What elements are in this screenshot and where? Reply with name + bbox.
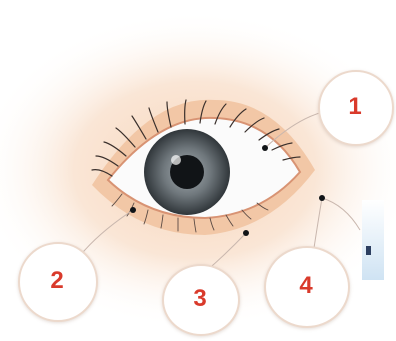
side-marker xyxy=(366,246,371,255)
callout-2-number: 2 xyxy=(50,270,63,292)
marker-4 xyxy=(319,195,325,201)
marker-1 xyxy=(262,145,268,151)
marker-2 xyxy=(130,207,136,213)
marker-3 xyxy=(243,230,249,236)
callout-4-number: 4 xyxy=(299,275,312,297)
callout-3: 3 xyxy=(162,264,240,336)
callout-1: 1 xyxy=(318,70,394,146)
callout-1-number: 1 xyxy=(348,96,361,118)
callout-2: 2 xyxy=(18,242,98,322)
side-tab xyxy=(362,200,384,280)
eye-highlight xyxy=(171,155,181,165)
callout-4: 4 xyxy=(264,246,350,328)
callout-3-number: 3 xyxy=(193,288,206,310)
